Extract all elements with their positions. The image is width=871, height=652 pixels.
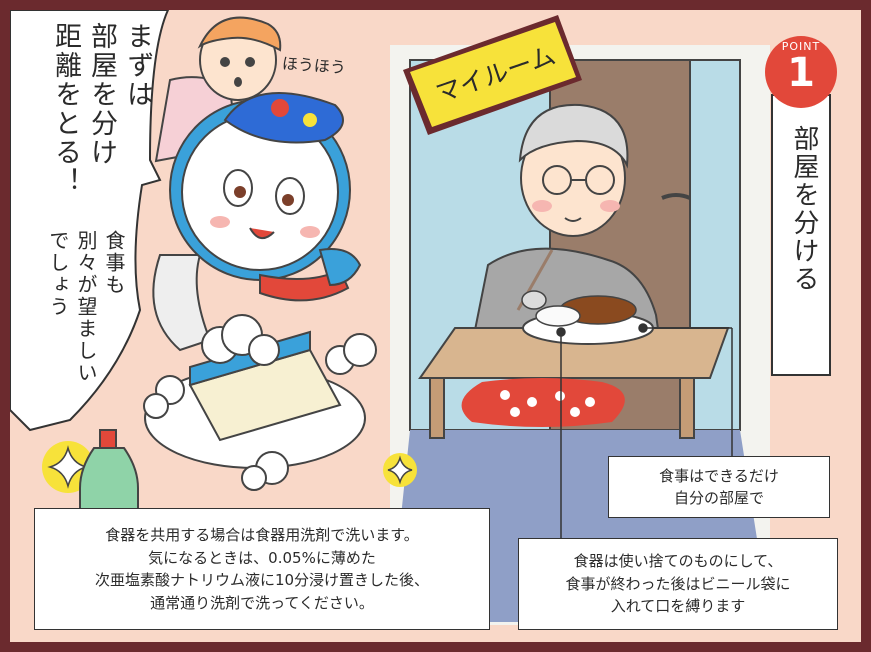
callout-dishes: 食器は使い捨てのものにして、 食事が終わった後はビニール袋に 入れて口を縛ります [518, 538, 838, 630]
speech-sub-col1: 食事も [102, 230, 126, 296]
callout-detergent: 食器を共用する場合は食器用洗剤で洗います。 気になるときは、0.05%に薄めた … [34, 508, 490, 630]
speech-sub-col3: でしょう [46, 230, 70, 318]
door-handle [661, 193, 691, 200]
point-banner [765, 36, 837, 376]
speech-sub-col2: 別々が望ましい [74, 230, 98, 384]
table [418, 295, 730, 439]
detergent-bottle [79, 429, 139, 519]
callout-leaders [556, 323, 733, 540]
speech-main-col3: 距離をとる！ [50, 22, 81, 196]
sfx-text: ほうほう [281, 53, 347, 78]
point-label: POINT [781, 40, 821, 53]
callout-room: 食事はできるだけ 自分の部屋で [608, 456, 830, 518]
illustration-panel: POINT 1 部屋を分ける マイルーム まずは 部屋を分け 距離をとる！ 食事… [10, 10, 861, 642]
sparkle-icon [42, 441, 417, 493]
point-title: 部屋を分ける [789, 125, 819, 293]
mascot-character [152, 92, 362, 352]
sponge-and-plate [143, 314, 377, 491]
point-number: 1 [787, 50, 815, 96]
room-sign [403, 15, 582, 135]
speech-bubble [10, 10, 170, 432]
speech-main-col1: まずは [122, 22, 153, 109]
speech-main-col2: 部屋を分け [86, 22, 117, 167]
